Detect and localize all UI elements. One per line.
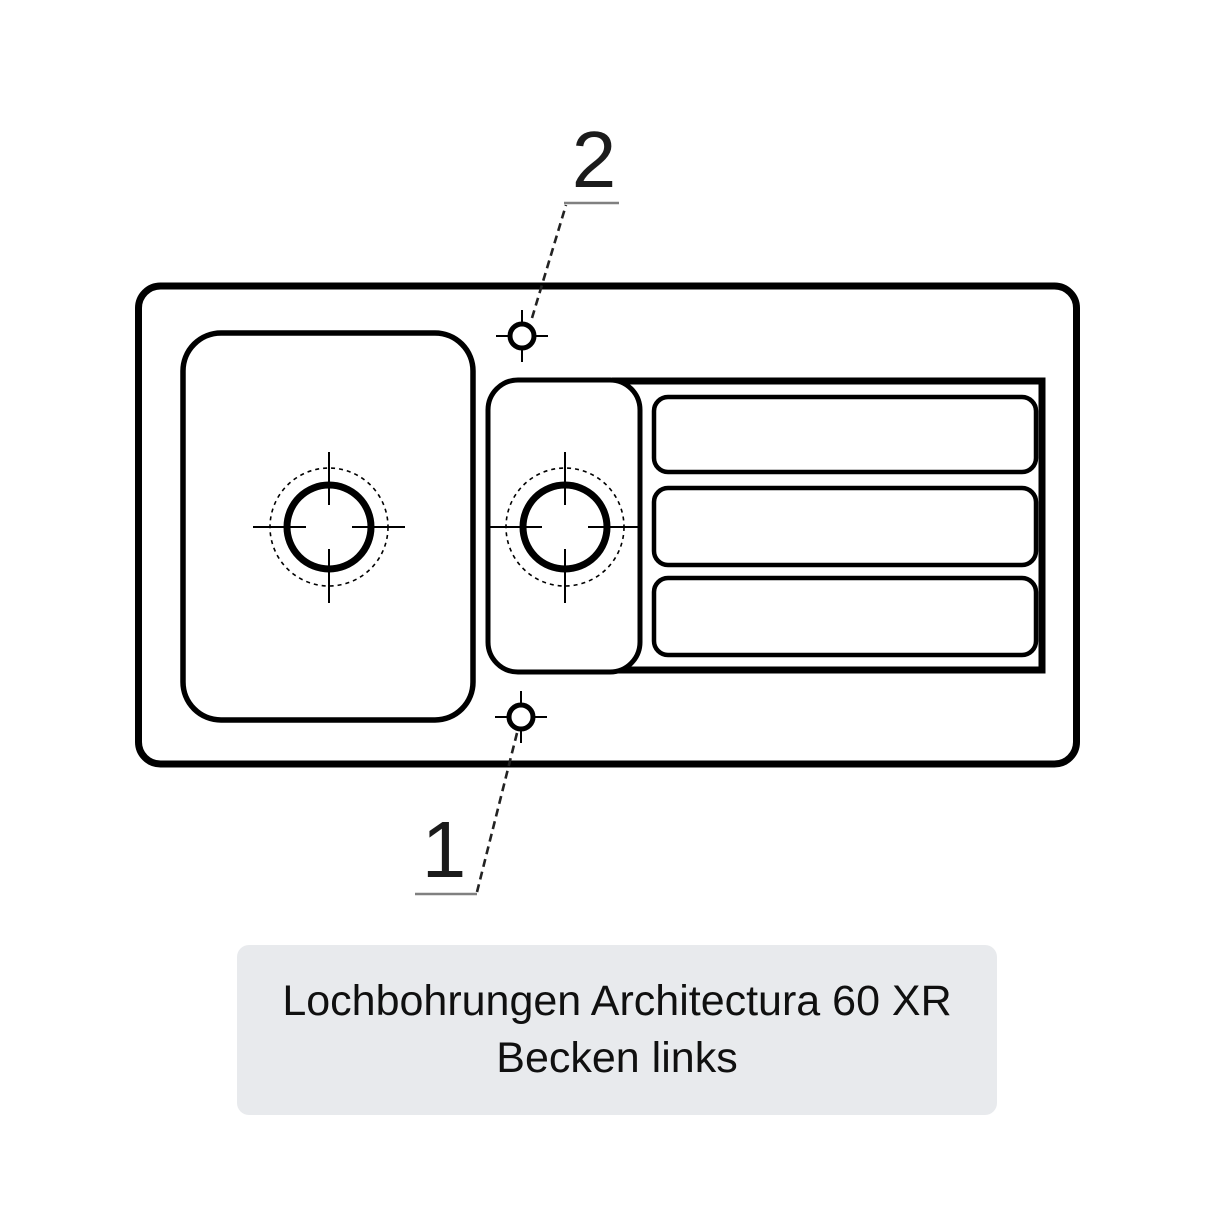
leader-1-dashed-line [475,732,519,893]
caption-line-1: Lochbohrungen Architectura 60 XR [282,976,952,1025]
caption-box: Lochbohrungen Architectura 60 XR Becken … [237,945,997,1115]
drainboard-frame [612,377,1046,674]
main-basin [180,330,476,723]
tap-hole-1 [495,691,547,743]
leader-2-dashed-line [530,204,568,319]
tap-hole-2 [496,310,548,362]
leader-2 [530,201,619,319]
tap-hole-2-circle [507,321,537,351]
tap-hole-2-ticks [496,310,548,362]
leader-1 [415,732,519,896]
caption-line-2: Becken links [496,1034,738,1082]
drain-left-crosshair [253,452,405,603]
tap-hole-1-circle [506,702,536,732]
drain-middle-crosshair [489,452,641,603]
hole-label-1: 1 [422,805,467,894]
drainboard-groove-1 [651,394,1039,475]
drainboard-groove-3 [651,575,1039,658]
tap-hole-1-ticks [495,691,547,743]
hole-label-2: 2 [572,115,617,204]
drain-middle [489,452,641,603]
drain-left [253,452,405,603]
drainboard-groove-2 [651,485,1039,568]
